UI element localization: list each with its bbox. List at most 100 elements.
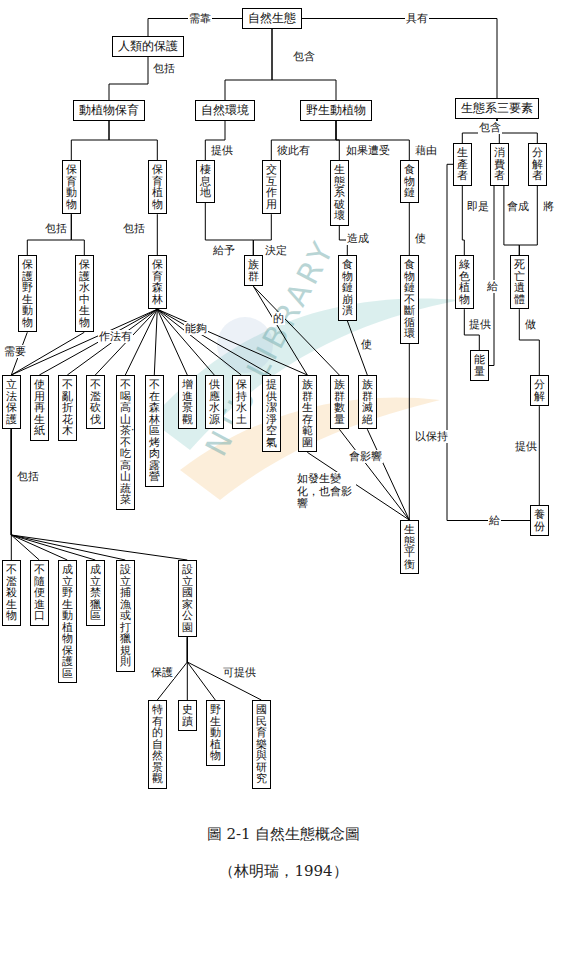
concept-link xyxy=(39,309,157,375)
link-label: 以保持 xyxy=(414,430,449,443)
concept-box-vertical: 生態平衡 xyxy=(400,520,419,574)
concept-link xyxy=(253,286,339,375)
link-label: 如果遭受 xyxy=(345,144,391,157)
concept-text: 保護野生動物 xyxy=(22,259,33,328)
concept-text: 野生動植物 xyxy=(306,103,366,118)
concept-box-vertical: 食物鏈不斷循環 xyxy=(400,255,419,344)
concept-box-vertical: 消費者 xyxy=(490,143,509,186)
concept-box-vertical: 生態系破壞 xyxy=(330,160,349,226)
link-label: 給予 xyxy=(212,244,236,257)
concept-text: 成立野生動植物保護區 xyxy=(62,564,73,679)
concept-text: 生態系三要素 xyxy=(461,101,533,116)
concept-box-vertical: 族群數量 xyxy=(330,375,349,429)
link-label: 保護 xyxy=(150,666,174,679)
concept-link xyxy=(157,309,187,375)
concept-box-vertical: 交互作用 xyxy=(262,160,281,214)
concept-text: 保育動物 xyxy=(66,164,77,210)
concept-box-vertical: 不濫砍伐 xyxy=(86,375,105,429)
concept-text: 成立禁獵區 xyxy=(90,564,101,622)
concept-link xyxy=(154,309,157,375)
concept-text: 保護水中生物 xyxy=(79,259,90,328)
concept-box-vertical: 族群滅絕 xyxy=(358,375,377,429)
link-label: 包括 xyxy=(152,62,176,75)
concept-box-vertical: 保育森林 xyxy=(148,255,167,309)
concept-box-vertical: 不濫殺生物 xyxy=(2,560,21,626)
concept-text: 立法保護 xyxy=(6,379,17,425)
concept-link xyxy=(11,429,125,560)
concept-box-vertical: 綠色植物 xyxy=(455,255,474,309)
concept-box-vertical: 保育植物 xyxy=(148,160,167,214)
concept-link xyxy=(157,309,271,375)
link-label: 包括 xyxy=(16,470,40,483)
concept-text: 養份 xyxy=(534,509,545,532)
concept-link xyxy=(187,637,261,700)
concept-box-vertical: 族群 xyxy=(244,255,263,286)
concept-box-vertical: 國民育樂與研究 xyxy=(252,700,271,789)
concept-link xyxy=(497,119,537,143)
concept-box-vertical: 提供潔淨空氣 xyxy=(262,375,281,452)
link-label: 決定 xyxy=(264,244,288,257)
concept-text: 食物鏈 xyxy=(404,164,415,199)
concept-text: 野生動植物 xyxy=(210,704,221,762)
concept-box-vertical: 保持水土 xyxy=(232,375,251,429)
concept-text: 國民育樂與研究 xyxy=(256,704,267,785)
concept-text: 食物鏈不斷循環 xyxy=(404,259,415,340)
concept-text: 保持水土 xyxy=(236,379,247,425)
concept-link xyxy=(462,186,464,255)
concept-box-vertical: 保護水中生物 xyxy=(75,255,94,332)
concept-text: 使用再生紙 xyxy=(34,379,45,437)
concept-box-vertical: 立法保護 xyxy=(2,375,21,429)
concept-text: 族群生存範圍 xyxy=(302,379,313,448)
concept-text: 族群滅絕 xyxy=(362,379,373,425)
concept-link xyxy=(519,309,539,375)
concept-box-vertical: 養份 xyxy=(530,505,549,536)
concept-link xyxy=(409,203,410,255)
link-label: 能夠 xyxy=(184,322,208,335)
concept-text: 分解 xyxy=(534,379,545,402)
concept-text: 族群數量 xyxy=(334,379,345,425)
concept-box-vertical: 生產者 xyxy=(453,143,472,186)
link-label: 做 xyxy=(524,318,537,331)
citation-text: （林明瑞，1994） xyxy=(0,862,567,881)
link-label: 即是 xyxy=(466,200,490,213)
concept-text: 人類的保護 xyxy=(118,39,178,54)
concept-box-vertical: 史蹟 xyxy=(178,700,197,731)
concept-link xyxy=(109,121,157,160)
concept-link xyxy=(367,429,409,520)
concept-text: 不隨便進口 xyxy=(34,564,45,622)
concept-box: 生態系三要素 xyxy=(455,98,539,119)
concept-text: 自然環境 xyxy=(201,103,249,118)
concept-box-vertical: 設立國家公園 xyxy=(178,560,197,637)
concept-text: 綠色植物 xyxy=(459,259,470,305)
figure-caption: 圖 2-1 自然生態概念圖 xyxy=(0,825,567,844)
link-label: 提供 xyxy=(210,144,234,157)
concept-text: 族群 xyxy=(248,259,259,282)
concept-link xyxy=(157,309,214,375)
concept-text: 不在森林區烤肉露營 xyxy=(149,379,160,483)
concept-text: 特有的自然景觀 xyxy=(152,704,163,785)
concept-box-vertical: 設立捕漁或打獵規則 xyxy=(116,560,135,672)
concept-link xyxy=(157,214,158,255)
link-label: 藉由 xyxy=(414,144,438,157)
concept-link xyxy=(11,429,67,560)
link-label: 給 xyxy=(486,280,499,293)
link-label: 會影響 xyxy=(348,450,383,463)
concept-text: 分解者 xyxy=(532,147,543,182)
concept-box-vertical: 能量 xyxy=(470,350,489,381)
concept-link xyxy=(157,309,307,375)
concept-text: 棲息地 xyxy=(200,164,211,199)
concept-box-vertical: 保育動物 xyxy=(62,160,81,214)
concept-text: 保育植物 xyxy=(152,164,163,210)
concept-box: 動植物保育 xyxy=(73,100,145,121)
concept-box-vertical: 不亂折花木 xyxy=(58,375,77,441)
concept-link xyxy=(157,309,241,375)
link-label: 包括 xyxy=(44,222,68,235)
link-label: 使 xyxy=(414,232,427,245)
concept-box-vertical: 食物鏈崩潰 xyxy=(338,255,357,321)
link-label: 作法有 xyxy=(98,330,133,343)
concept-box-vertical: 不在森林區烤肉露營 xyxy=(145,375,164,487)
concept-text: 交互作用 xyxy=(266,164,277,210)
link-label: 造成 xyxy=(346,232,370,245)
